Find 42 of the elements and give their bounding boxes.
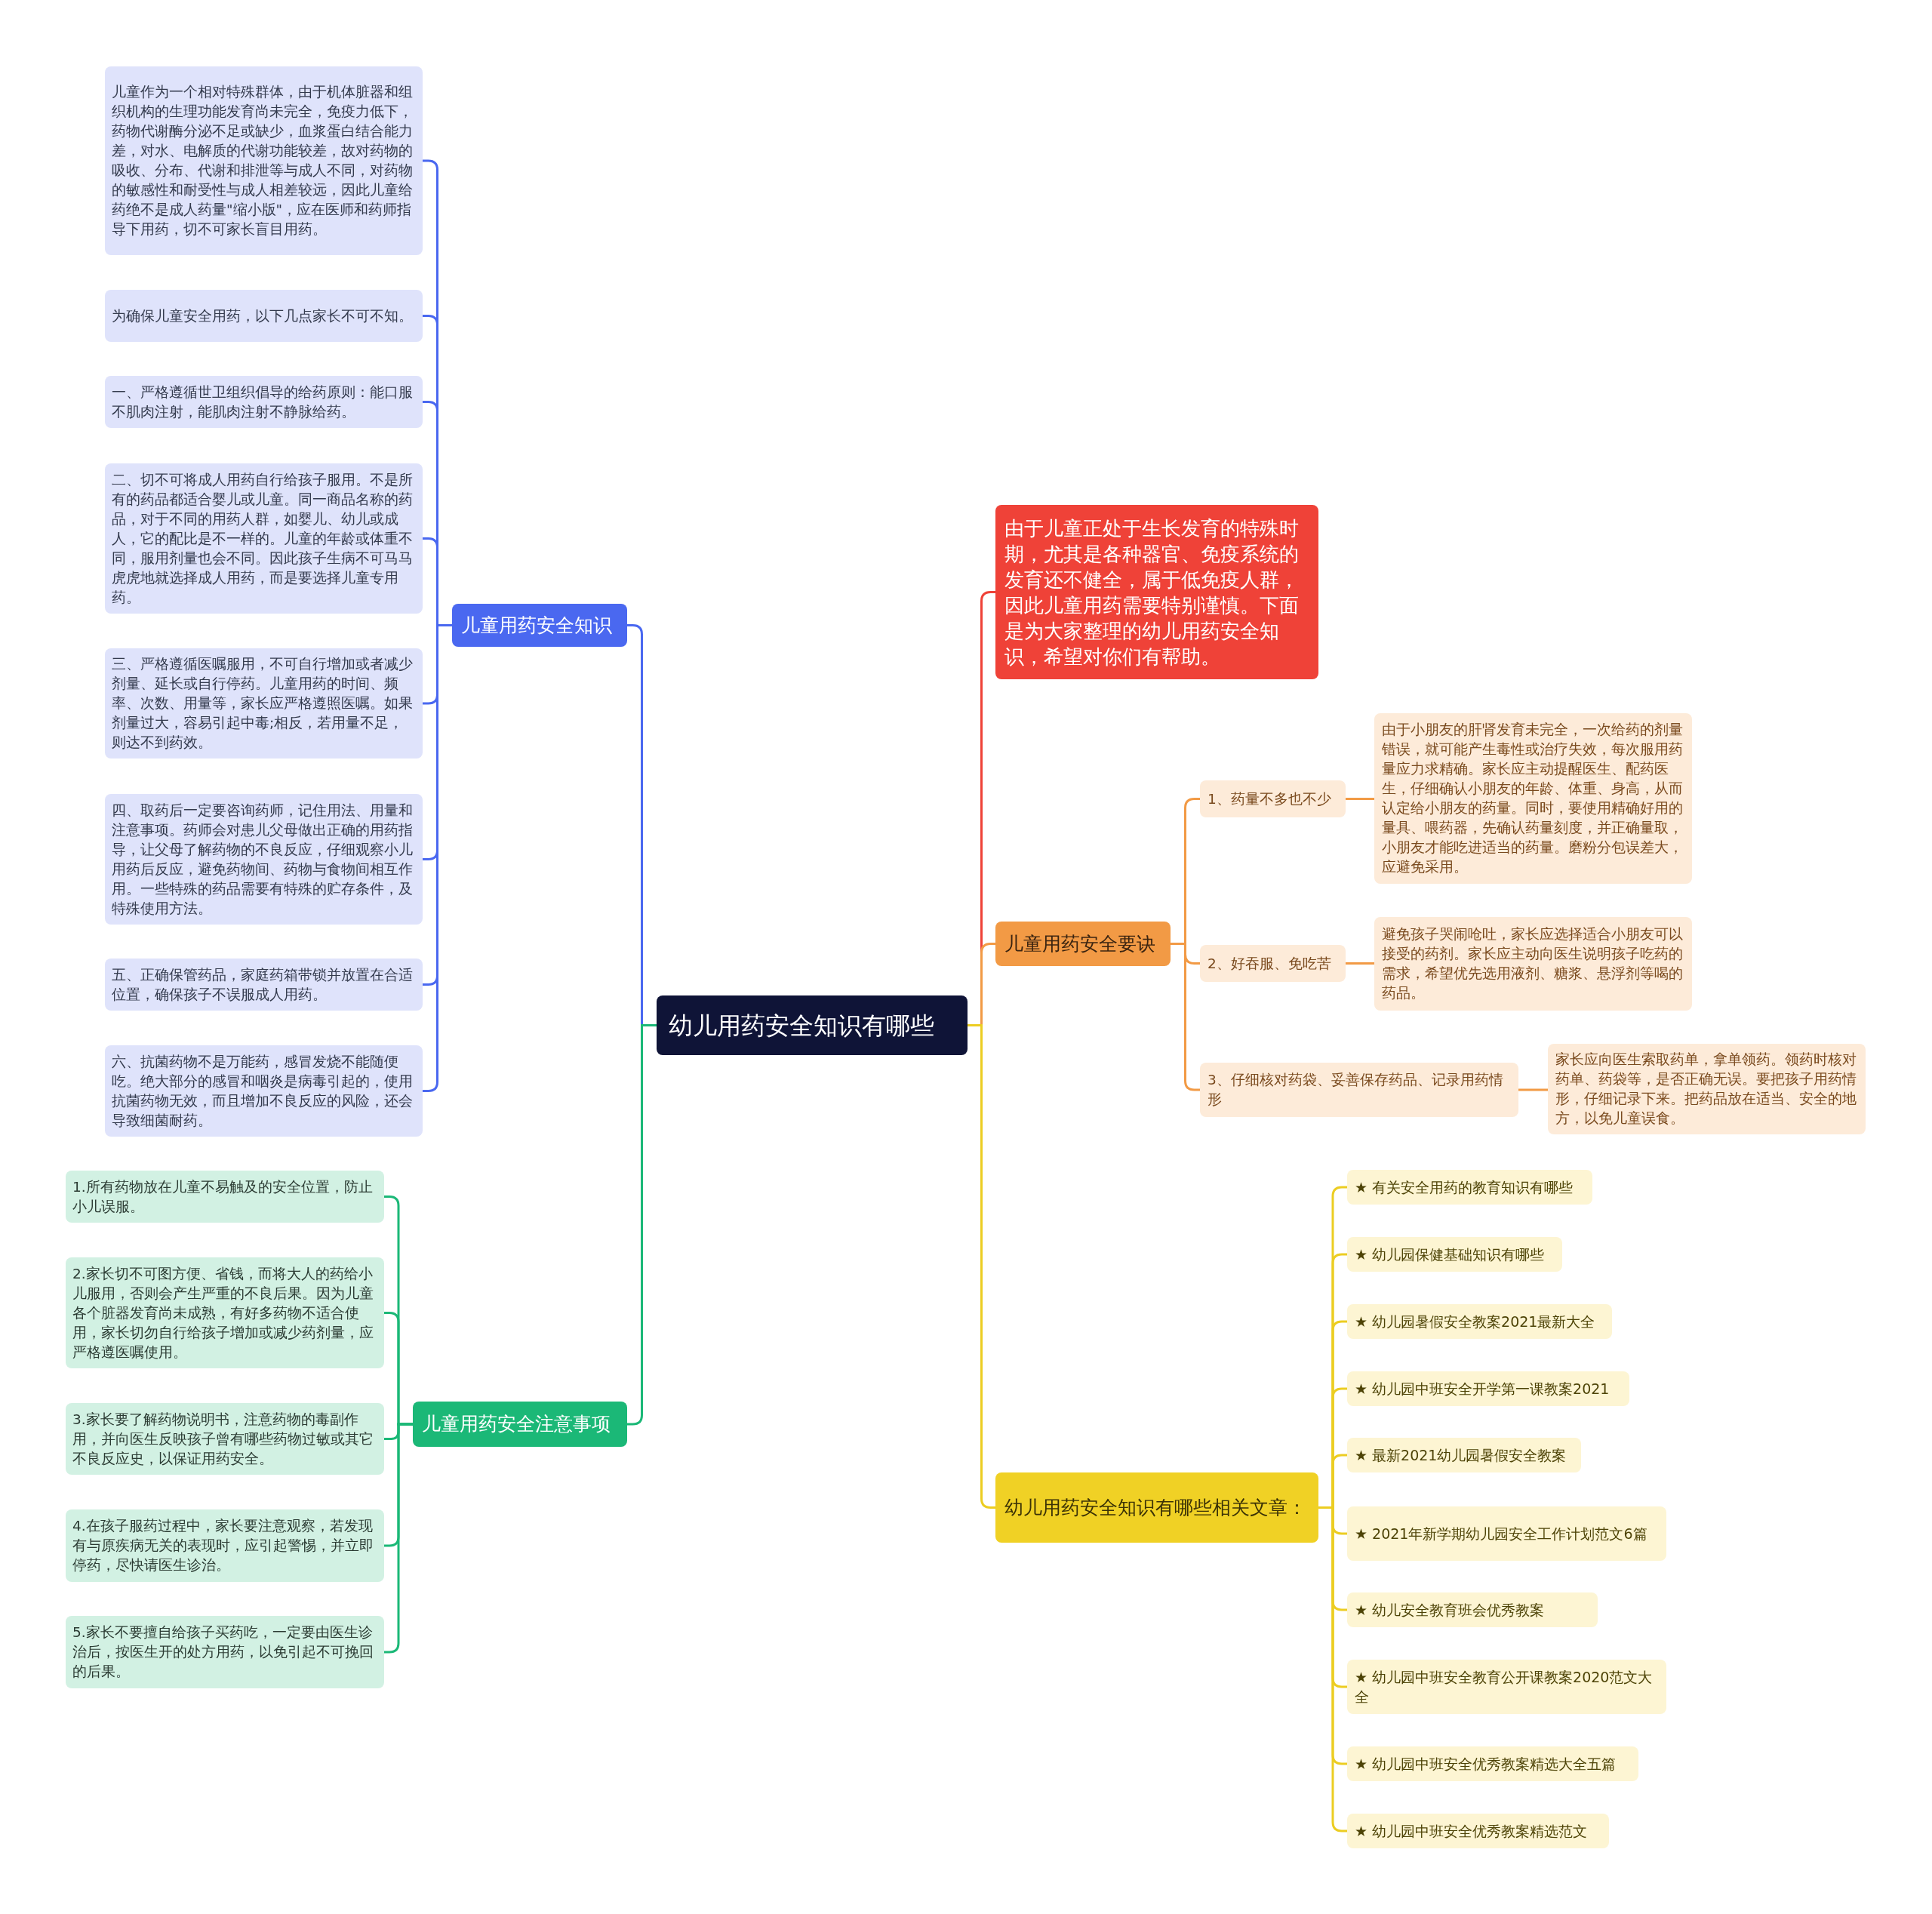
article-link-box: ★ 幼儿安全教育班会优秀教案 xyxy=(1347,1592,1598,1627)
subtopic-box: 1、药量不多也不少 xyxy=(1200,780,1346,817)
article-link-box: ★ 有关安全用药的教育知识有哪些 xyxy=(1347,1170,1592,1205)
note-box: 一、严格遵循世卫组织倡导的给药原则：能口服不肌肉注射，能肌肉注射不静脉给药。 xyxy=(105,376,423,428)
note-box: 4.在孩子服药过程中，家长要注意观察，若发现有与原疾病无关的表现时，应引起警惕，并立即停药，尽快请医生诊治。 xyxy=(66,1509,384,1582)
connector-line xyxy=(1171,943,1200,1091)
article-link-box: ★ 幼儿园中班安全优秀教案精选大全五篇 xyxy=(1347,1746,1638,1781)
article-link-box: ★ 幼儿园中班安全开学第一课教案2021 xyxy=(1347,1371,1629,1406)
article-link-box: ★ 幼儿园暑假安全教案2021最新大全 xyxy=(1347,1304,1612,1339)
article-link-box: ★ 最新2021幼儿园暑假安全教案 xyxy=(1347,1438,1581,1472)
connector-line xyxy=(384,1423,413,1654)
connector-line xyxy=(627,1024,657,1426)
note-box: 1.所有药物放在儿童不易触及的安全位置，防止小儿误服。 xyxy=(66,1171,384,1223)
branch-topic-box: 幼儿用药安全知识有哪些相关文章： xyxy=(995,1472,1318,1543)
article-link-box: ★ 2021年新学期幼儿园安全工作计划范文6篇 xyxy=(1347,1506,1666,1561)
intro-box: 由于儿童正处于生长发育的特殊时期，尤其是各种器官、免疫系统的发育还不健全，属于低免疫人群，因此儿童用药需要特别谨慎。下面是为大家整理的幼儿用药安全知识，希望对你们有帮助。 xyxy=(995,505,1318,679)
note-box: 儿童作为一个相对特殊群体，由于机体脏器和组织机构的生理功能发育尚未完全，免疫力低下，药物代谢酶分泌不足或缺少，血浆蛋白结合能力差，对水、电解质的代谢功能较差，故对药物的吸收、分布、代谢和排泄等与成人不同，对药物的敏感性和耐受性与成人相差较远，因此儿童给药绝不是成人药量"缩小版"，应在医师和药师指导下用药，切不可家长盲目用药。 xyxy=(105,66,423,255)
note-box: 二、切不可将成人用药自行给孩子服用。不是所有的药品都适合婴儿或儿童。同一商品名称的药品，对于不同的用药人群，如婴儿、幼儿或成人，它的配比是不一样的。儿童的年龄或体重不同，服用剂量也会不同。因此孩子生病不可马马虎虎地就选择成人用药，而是要选择儿童专用药。 xyxy=(105,463,423,614)
connector-line xyxy=(1346,798,1374,800)
connector-line xyxy=(1518,1088,1548,1091)
note-box: 六、抗菌药物不是万能药，感冒发烧不能随便吃。绝大部分的感冒和咽炎是病毒引起的，使用抗菌药物无效，而且增加不良反应的风险，还会导致细菌耐药。 xyxy=(105,1045,423,1137)
connector-line xyxy=(1318,1506,1347,1832)
branch-topic-box: 儿童用药安全注意事项 xyxy=(413,1402,627,1447)
note-box: 三、严格遵循医嘱服用，不可自行增加或者减少剂量、延长或自行停药。儿童用药的时间、频率、次数、用量等，家长应严格遵照医嘱。如果剂量过大，容易引起中毒;相反，若用量不足，则达不到药效。 xyxy=(105,648,423,759)
note-box: 家长应向医生索取药单，拿单领药。领药时核对药单、药袋等，是否正确无误。要把孩子用药情形，仔细记录下来。把药品放在适当、安全的地方，以免儿童误食。 xyxy=(1548,1044,1866,1134)
branch-topic-box: 儿童用药安全知识 xyxy=(452,604,627,647)
note-box: 五、正确保管药品，家庭药箱带锁并放置在合适位置，确保孩子不误服成人用药。 xyxy=(105,959,423,1011)
article-link-box: ★ 幼儿园中班安全教育公开课教案2020范文大全 xyxy=(1347,1660,1666,1714)
connector-line xyxy=(1346,962,1374,965)
article-link-box: ★ 幼儿园保健基础知识有哪些 xyxy=(1347,1237,1562,1272)
note-box: 为确保儿童安全用药，以下几点家长不可不知。 xyxy=(105,290,423,342)
article-link-box: ★ 幼儿园中班安全优秀教案精选范文 xyxy=(1347,1814,1609,1848)
note-box: 2.家长切不可图方便、省钱，而将大人的药给小儿服用，否则会产生严重的不良后果。因为儿童各个脏器发育尚未成熟，有好多药物不适合使用，家长切勿自行给孩子增加或减少药剂量，应严格遵医嘱使用。 xyxy=(66,1257,384,1368)
central-topic-box: 幼儿用药安全知识有哪些 xyxy=(657,995,968,1055)
note-box: 5.家长不要擅自给孩子买药吃，一定要由医生诊治后，按医生开的处方用药，以免引起不可挽回的后果。 xyxy=(66,1616,384,1688)
subtopic-box: 3、仔细核对药袋、妥善保存药品、记录用药情形 xyxy=(1200,1063,1518,1117)
note-box: 由于小朋友的肝肾发育未完全，一次给药的剂量错误，就可能产生毒性或治疗失效，每次服用药量应力求精确。家长应主动提醒医生、配药医生，仔细确认小朋友的年龄、体重、身高，从而认定给小朋友的药量。同时，要使用精确好用的量具、喂药器，先确认药量刻度，并正确量取，小朋友才能吃进适当的药量。磨粉分包误差大，应避免采用。 xyxy=(1374,713,1692,884)
branch-topic-box: 儿童用药安全要诀 xyxy=(995,922,1171,966)
subtopic-box: 2、好吞服、免吃苦 xyxy=(1200,945,1346,982)
note-box: 3.家长要了解药物说明书，注意药物的毒副作用，并向医生反映孩子曾有哪些药物过敏或其它不良反应史，以保证用药安全。 xyxy=(66,1403,384,1475)
note-box: 避免孩子哭闹呛吐，家长应选择适合小朋友可以接受的药剂。家长应主动向医生说明孩子吃药的需求，希望优先选用液剂、糖浆、悬浮剂等喝的药品。 xyxy=(1374,917,1692,1011)
note-box: 四、取药后一定要咨询药师，记住用法、用量和注意事项。药师会对患儿父母做出正确的用药指导，让父母了解药物的不良反应，仔细观察小儿用药后反应，避免药物间、药物与食物间相互作用。一些特殊的药品需要有特殊的贮存条件，及特殊使用方法。 xyxy=(105,794,423,925)
